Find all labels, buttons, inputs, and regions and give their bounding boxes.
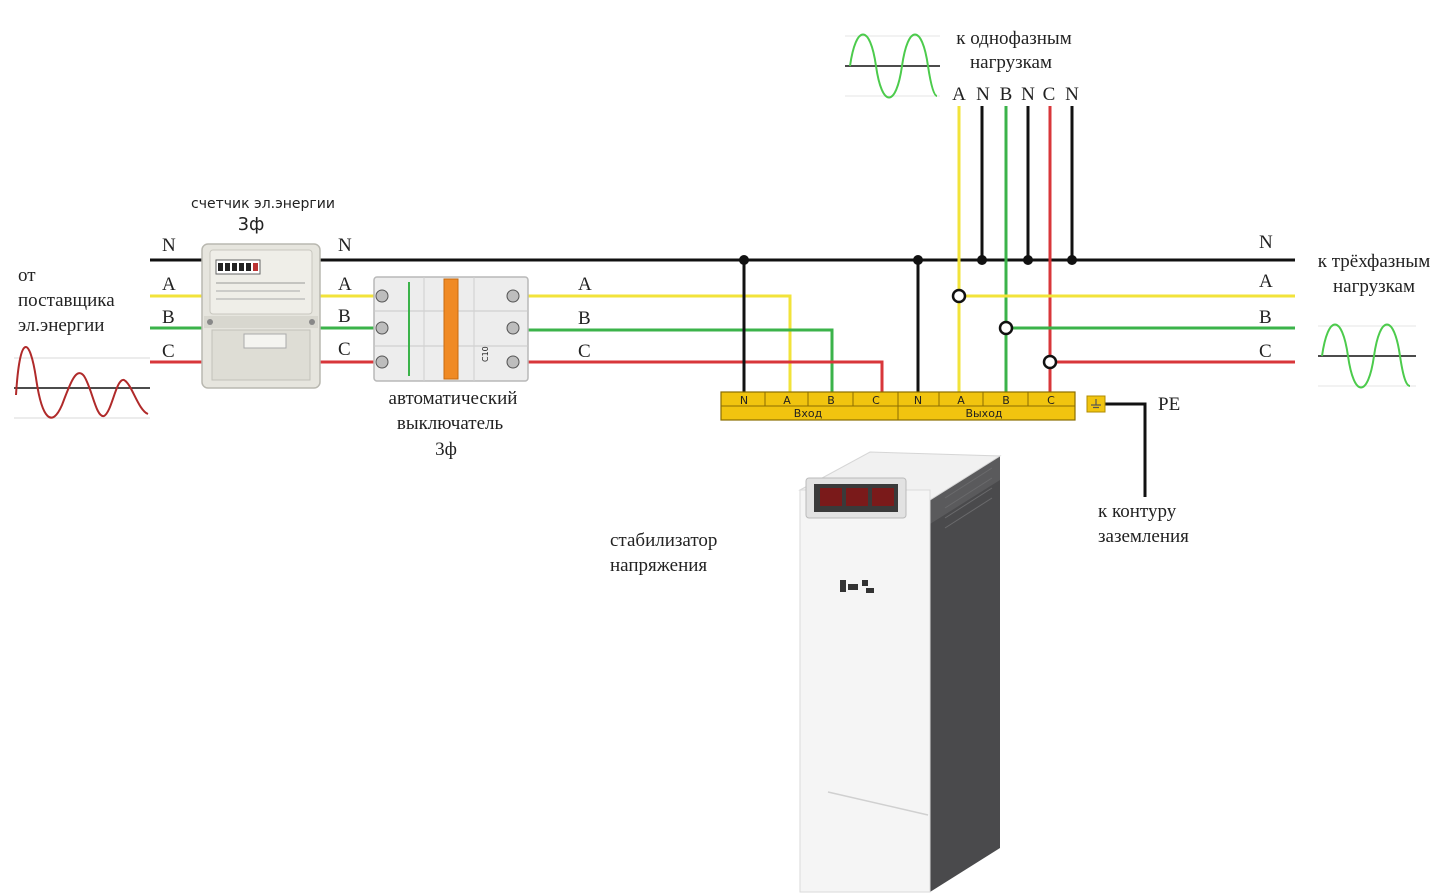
ground-label-2: заземления [1098, 526, 1189, 547]
breaker-screw-4 [506, 289, 520, 303]
junction-n-output [913, 255, 923, 265]
label-b-left: B [162, 307, 175, 328]
tap-label-c: C [1043, 84, 1056, 105]
stabilizer-vent-grille [944, 467, 993, 529]
single-phase-waveform-chart [845, 33, 940, 99]
stabilizer-logo [840, 580, 874, 593]
single-phase-label-1: к однофазным [956, 28, 1071, 49]
breaker-screw-5 [506, 321, 520, 335]
junction-n2 [1023, 255, 1033, 265]
meter-counter-digits [218, 263, 258, 271]
breaker-label-1: автоматический [389, 388, 518, 409]
three-phase-waveform-chart [1318, 323, 1416, 389]
supplier-label-1: от [18, 265, 36, 286]
label-c-breaker: C [578, 341, 591, 362]
breaker-screw-3 [375, 355, 389, 369]
meter-title: счетчик эл.энергии [191, 196, 335, 212]
terminal-block: N A B C N A B C Вход Выход [720, 391, 1076, 421]
terminal-out-c: C [1047, 394, 1055, 407]
junction-c-output [1042, 354, 1058, 370]
terminal-in-c: C [872, 394, 880, 407]
breaker-label-3: 3ф [435, 439, 457, 460]
label-b-breaker: B [578, 308, 591, 329]
junction-n-input [739, 255, 749, 265]
breaker-screw-1 [375, 289, 389, 303]
label-a-left: A [162, 274, 176, 295]
stabilizer-label-1: стабилизатор [610, 530, 717, 551]
label-c-meter: C [338, 339, 351, 360]
supplier-label-3: эл.энергии [18, 315, 104, 336]
supplier-label-2: поставщика [18, 290, 115, 311]
label-n-right: N [1259, 232, 1273, 253]
breaker-marking: C10 [481, 346, 490, 362]
energy-meter [201, 243, 321, 389]
tap-label-n1: N [976, 84, 990, 105]
pe-label: PE [1158, 394, 1180, 415]
stabilizer-display-3 [872, 488, 894, 506]
single-phase-label-2: нагрузкам [970, 52, 1052, 73]
wire-c-to-input [528, 360, 884, 394]
junction-n1 [977, 255, 987, 265]
label-b-right: B [1259, 307, 1272, 328]
label-a-meter: A [338, 274, 352, 295]
label-n-left: N [162, 235, 176, 256]
terminal-out-a: A [957, 394, 965, 407]
label-n-meter: N [338, 235, 352, 256]
single-phase-sine [849, 33, 938, 99]
label-c-left: C [162, 341, 175, 362]
breaker-screw-2 [375, 321, 389, 335]
wire-b-to-input [528, 328, 834, 394]
stabilizer-label-2: напряжения [610, 555, 707, 576]
circuit-breaker: C10 [373, 276, 529, 382]
stabilizer-display-2 [846, 488, 868, 506]
three-phase-label-1: к трёхфазным [1318, 251, 1430, 272]
tap-label-n2: N [1021, 84, 1035, 105]
terminal-out-b: B [1002, 394, 1010, 407]
voltage-stabilizer [798, 451, 1002, 893]
supply-waveform-curve [15, 346, 149, 419]
terminal-input-label: Вход [794, 407, 823, 420]
terminal-output-label: Выход [965, 407, 1002, 420]
tap-label-a: A [952, 84, 966, 105]
three-phase-label-2: нагрузкам [1333, 276, 1415, 297]
label-a-right: A [1259, 271, 1273, 292]
tap-label-b: B [1000, 84, 1013, 105]
label-b-meter: B [338, 306, 351, 327]
wire-pe [1100, 402, 1147, 497]
supply-waveform-chart [14, 346, 150, 419]
junction-b-output [998, 320, 1014, 336]
stabilizer-display-1 [820, 488, 842, 506]
ground-label-1: к контуру [1098, 501, 1177, 522]
breaker-label-2: выключатель [397, 413, 504, 434]
terminal-in-a: A [783, 394, 791, 407]
terminal-in-n: N [740, 394, 748, 407]
three-phase-sine [1321, 323, 1411, 389]
junction-a-output [951, 288, 967, 304]
label-c-right: C [1259, 341, 1272, 362]
wire-a-to-input [528, 294, 792, 394]
meter-subtitle: 3ф [238, 214, 265, 235]
terminal-out-n: N [914, 394, 922, 407]
label-a-breaker: A [578, 274, 592, 295]
breaker-screw-6 [506, 355, 520, 369]
terminal-in-b: B [827, 394, 835, 407]
tap-label-n3: N [1065, 84, 1079, 105]
junction-n3 [1067, 255, 1077, 265]
ground-terminal-icon [1086, 395, 1106, 413]
